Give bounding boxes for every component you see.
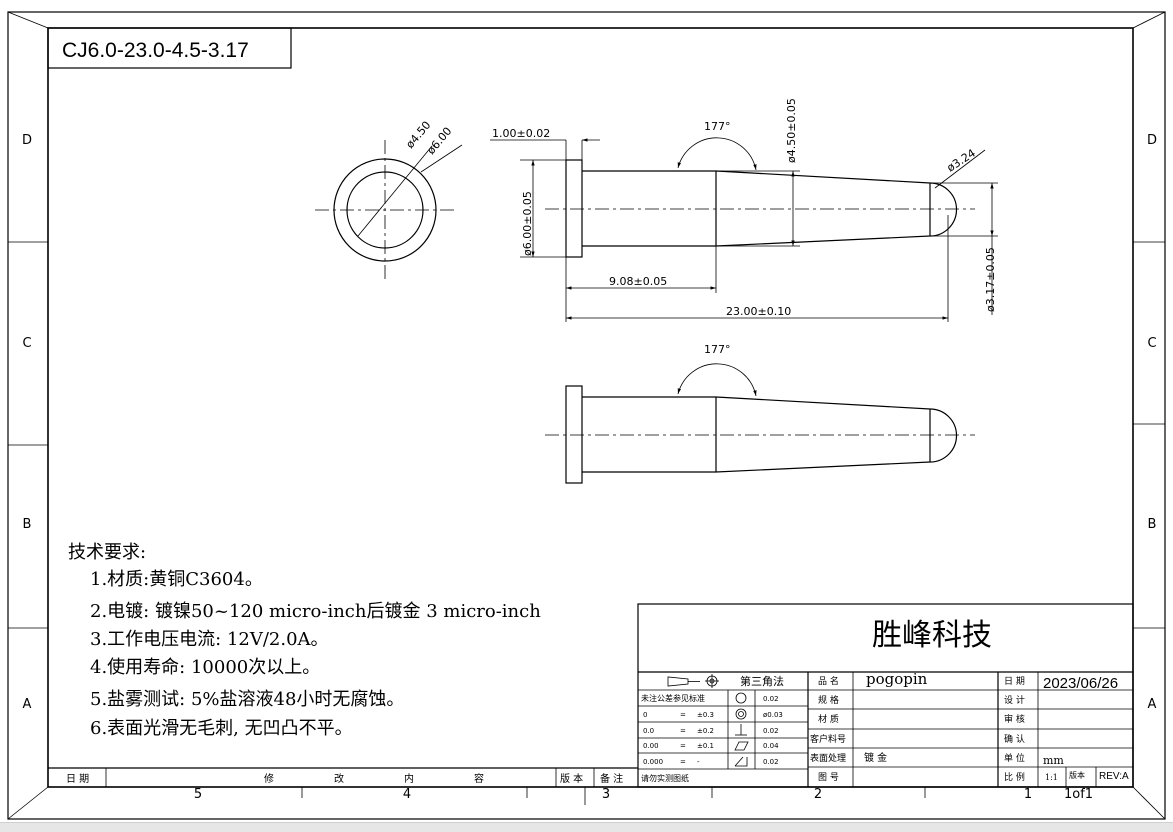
company-name: 胜峰科技 (872, 618, 992, 653)
tolerance-value: - (697, 758, 700, 766)
label-customer-pn: 客户料号 (810, 733, 846, 745)
side-view-top: 177° 1.00±0.02 ø4.50±0.05 ø3.24 ø3.17±0.… (490, 98, 998, 322)
label-date: 日 期 (1004, 676, 1025, 687)
zone-number: 5 (194, 787, 202, 802)
label-surface: 表面处理 (810, 752, 846, 764)
date-value: 2023/06/26 (1043, 675, 1118, 692)
dim-angle-bottom: 177° (704, 343, 731, 356)
tech-item: 2.电镀: 镀镍50~120 micro-inch后镀金 3 micro-inc… (90, 601, 541, 622)
title-block: 胜峰科技 第三角法 未注公差参见标准 0 = ±0.3 0.0 = ±0.2 0… (637, 603, 1134, 802)
rev-mod-label: 改 (334, 772, 344, 785)
svg-text:=: = (680, 742, 686, 750)
rev-mod-label: 容 (474, 772, 484, 785)
zone-number: 1 (1024, 787, 1032, 802)
tolerance-value: ±0.1 (697, 742, 714, 750)
gdt-value: 0.02 (763, 727, 779, 735)
profile-icon (734, 756, 748, 767)
label-drawing-no: 图 号 (818, 772, 839, 783)
tolerance-value: ±0.3 (697, 711, 714, 719)
unit-value: mm (1043, 754, 1064, 767)
side-view-bottom: 177° (545, 343, 975, 484)
label-version: 版本 (1069, 770, 1085, 780)
surface-value: 镀 金 (864, 751, 887, 764)
tech-item: 3.工作电压电流: 12V/2.0A。 (90, 629, 329, 650)
label-material: 材 质 (818, 713, 839, 725)
label-product-name: 品 名 (818, 675, 839, 687)
dim-total-length: 23.00±0.10 (726, 305, 791, 318)
circularity-icon (735, 692, 747, 704)
gdt-value: 0.02 (763, 695, 779, 703)
svg-text:=: = (680, 711, 686, 719)
tech-item: 6.表面光滑无毛刺, 无凹凸不平。 (90, 718, 353, 739)
no-measure-note: 请勿实测图纸 (641, 773, 689, 783)
gdt-value: ø0.03 (763, 711, 783, 719)
dim-step-length: 9.08±0.05 (609, 275, 667, 288)
zone-labels: D C B A D C B A 5 4 3 2 1 (22, 133, 1157, 802)
part-number-box: CJ6.0-23.0-4.5-3.17 (47, 27, 292, 69)
label-review: 审 核 (1004, 713, 1025, 725)
window-bottom-strip (0, 822, 1173, 832)
product-name: pogopin (866, 670, 928, 688)
tolerance-digits: 0.00 (643, 742, 659, 750)
zone-letter-left: B (23, 517, 32, 532)
tolerance-digits: 0.0 (643, 727, 654, 735)
dim-angle-top: 177° (704, 120, 731, 133)
zone-number: 4 (403, 787, 411, 802)
zone-number: 2 (814, 787, 822, 802)
tolerance-digits: 0 (643, 711, 647, 719)
zone-letter-right: B (1148, 517, 1157, 532)
label-unit: 单 位 (1004, 752, 1025, 764)
zone-letter-left: A (23, 697, 32, 712)
label-confirm: 确 认 (1004, 733, 1025, 745)
tech-heading: 技术要求: (68, 542, 147, 563)
svg-text:=: = (680, 758, 686, 766)
dim-body-diameter: ø4.50±0.05 (785, 98, 798, 163)
dim-flange-thickness: 1.00±0.02 (492, 127, 550, 140)
dim-tip-diameter: ø3.17±0.05 (984, 247, 997, 312)
zone-letter-left: C (22, 336, 31, 351)
label-design: 设 计 (1004, 694, 1025, 706)
sheet-value: 1of1 (1064, 787, 1093, 802)
rev-remark-label: 备 注 (600, 772, 623, 785)
part-number: CJ6.0-23.0-4.5-3.17 (62, 39, 249, 62)
label-spec: 规 格 (818, 694, 839, 706)
zone-letter-left: D (22, 133, 32, 148)
dim-tip-sphere: ø3.24 (945, 147, 978, 175)
rev-date-label: 日 期 (66, 773, 89, 785)
svg-text:=: = (680, 727, 686, 735)
revision-row: 日 期 修 改 内 容 版 本 备 注 (48, 767, 638, 787)
flatness-icon (734, 741, 749, 751)
zone-letter-right: D (1147, 133, 1157, 148)
concentricity-icon (735, 708, 747, 720)
tech-item: 1.材质:黄铜C3604。 (90, 569, 263, 590)
zone-number: 3 (602, 787, 610, 802)
drawing-frame (7, 11, 1166, 820)
dim-flange-diameter: ø6.00±0.05 (521, 191, 534, 256)
tolerance-digits: 0.000 (643, 758, 663, 766)
label-scale: 比 例 (1004, 771, 1025, 783)
tolerance-note: 未注公差参见标准 (641, 693, 705, 703)
end-view: ø4.50 ø6.00 (315, 119, 463, 280)
rev-value: REV:A (1099, 771, 1129, 782)
tech-item: 5.盐雾测试: 5%盐溶液48小时无腐蚀。 (90, 689, 405, 710)
scale-value: 1:1 (1045, 773, 1058, 782)
tolerance-value: ±0.2 (697, 727, 714, 735)
tech-item: 4.使用寿命: 10000次以上。 (90, 657, 321, 678)
projection-method: 第三角法 (740, 674, 784, 688)
gdt-value: 0.04 (763, 742, 779, 750)
rev-version-label: 版 本 (560, 772, 583, 785)
rev-mod-label: 修 (264, 772, 274, 785)
projection-symbol-icon (667, 674, 719, 688)
zone-letter-right: A (1148, 697, 1157, 712)
gdt-value: 0.02 (763, 758, 779, 766)
zone-letter-right: C (1147, 336, 1156, 351)
perpendicularity-icon (735, 724, 747, 736)
rev-mod-label: 内 (404, 772, 414, 785)
